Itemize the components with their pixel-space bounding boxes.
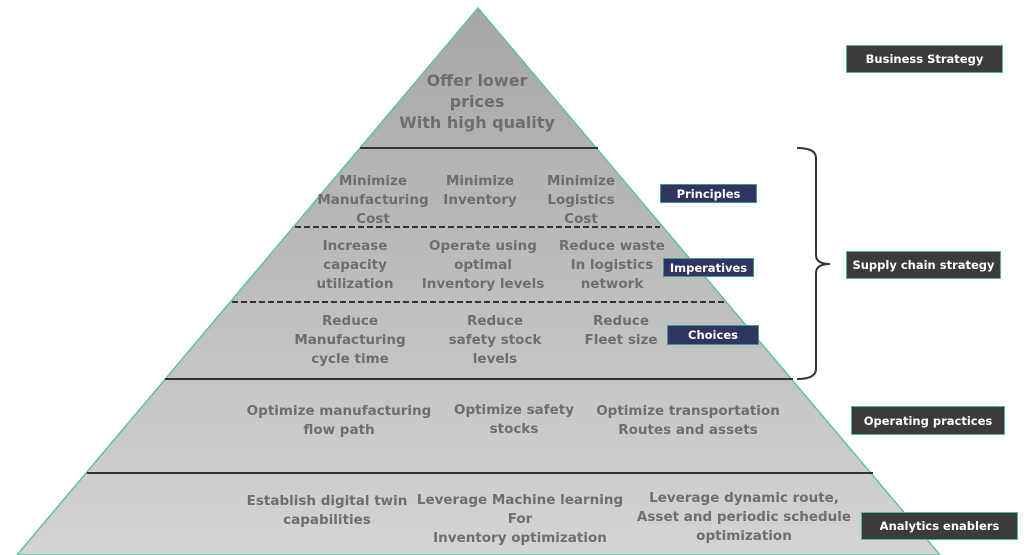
label-choices: Choices <box>667 325 759 345</box>
principle-2: Minimize Inventory <box>443 173 517 208</box>
imperative-1: Increase capacity utilization <box>316 238 394 292</box>
operating-2: Optimize safety stocks <box>453 402 575 437</box>
pyramid-body <box>16 6 941 555</box>
choice-2: Reduce safety stock levels <box>448 313 542 367</box>
principle-3: Minimize Logistics Cost <box>546 173 616 227</box>
apex-text: Offer lower prices With high quality <box>399 71 555 132</box>
label-operating-practices: Operating practices <box>851 406 1005 435</box>
label-principles: Principles <box>660 184 757 203</box>
operating-1: Optimize manufacturing flow path <box>246 403 432 438</box>
label-business-strategy: Business Strategy <box>846 45 1003 73</box>
operating-3: Optimize transportation Routes and asset… <box>596 403 780 438</box>
analytics-3: Leverage dynamic route, Asset and period… <box>636 490 852 544</box>
principle-1: Minimize Manufacturing Cost <box>317 173 429 227</box>
brace <box>796 147 831 380</box>
label-supply-chain-strategy: Supply chain strategy <box>846 251 1001 279</box>
analytics-2: Leverage Machine learning For Inventory … <box>416 492 624 546</box>
choice-1: Reduce Manufacturing cycle time <box>294 313 406 367</box>
imperative-3: Reduce waste In logistics network <box>559 238 665 292</box>
label-analytics-enablers: Analytics enablers <box>861 512 1018 540</box>
analytics-1: Establish digital twin capabilities <box>246 493 408 528</box>
choice-3: Reduce Fleet size <box>584 313 658 348</box>
label-imperatives: Imperatives <box>663 258 754 277</box>
imperative-2: Operate using optimal Inventory levels <box>421 238 545 292</box>
